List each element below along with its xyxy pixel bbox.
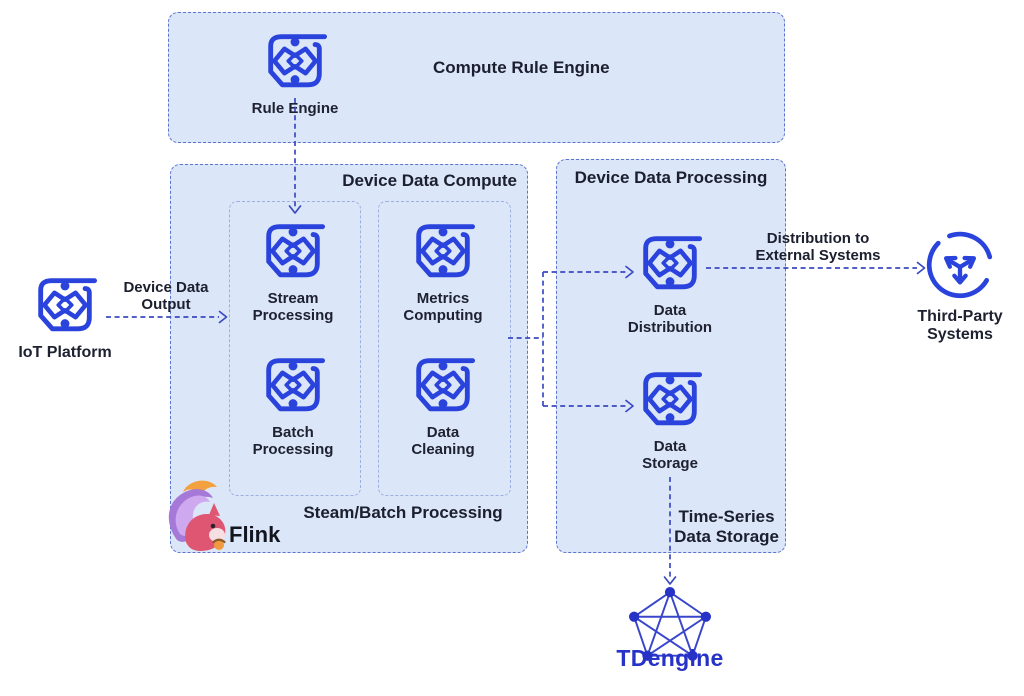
platform-icon bbox=[258, 24, 332, 98]
node-rule-engine: Rule Engine bbox=[235, 24, 355, 117]
node-data-distribution: Data Distribution bbox=[610, 226, 730, 336]
flink-logo-text: Flink bbox=[229, 522, 281, 547]
flink-squirrel-icon bbox=[163, 476, 231, 554]
platform-icon bbox=[633, 362, 707, 436]
steam-batch-caption: Steam/Batch Processing bbox=[303, 503, 503, 522]
arrowhead-down bbox=[663, 576, 677, 585]
compute-rule-engine-box: Compute Rule Engine bbox=[168, 12, 785, 143]
data-cleaning-label: Data Cleaning bbox=[411, 424, 475, 458]
platform-icon bbox=[256, 348, 330, 422]
tdengine-logo-text: TDengine bbox=[616, 645, 724, 671]
device-data-compute-title: Device Data Compute bbox=[342, 171, 517, 190]
device-data-output-label: Device Data Output bbox=[123, 279, 209, 313]
node-data-storage: Data Storage bbox=[610, 362, 730, 472]
stream-processing-label: Stream Processing bbox=[252, 290, 334, 324]
third-party-label: Third-Party Systems bbox=[917, 308, 1003, 343]
metrics-computing-label: Metrics Computing bbox=[403, 290, 483, 324]
node-iot-platform: IoT Platform bbox=[5, 268, 125, 361]
node-batch-processing: Batch Processing bbox=[233, 348, 353, 458]
mesh-network-icon bbox=[626, 586, 714, 668]
platform-icon bbox=[633, 226, 707, 300]
node-third-party-systems: Third-Party Systems bbox=[900, 228, 1020, 344]
device-data-processing-box: Device Data Processing Time-Series Data … bbox=[556, 159, 786, 553]
compute-rule-engine-title: Compute Rule Engine bbox=[433, 58, 610, 77]
platform-icon bbox=[256, 214, 330, 288]
node-metrics-computing: Metrics Computing bbox=[383, 214, 503, 324]
device-data-processing-title: Device Data Processing bbox=[574, 168, 768, 187]
rule-engine-label: Rule Engine bbox=[251, 100, 339, 117]
platform-icon bbox=[406, 214, 480, 288]
node-stream-processing: Stream Processing bbox=[233, 214, 353, 324]
node-data-cleaning: Data Cleaning bbox=[383, 348, 503, 458]
distribution-external-label: Distribution to External Systems bbox=[755, 230, 881, 264]
data-storage-label: Data Storage bbox=[642, 438, 698, 472]
platform-icon bbox=[406, 348, 480, 422]
iot-platform-label: IoT Platform bbox=[18, 344, 112, 361]
data-distribution-label: Data Distribution bbox=[627, 302, 713, 336]
time-series-caption: Time-Series Data Storage bbox=[674, 507, 779, 546]
hub-circle-icon bbox=[921, 228, 999, 306]
platform-icon bbox=[28, 268, 102, 342]
batch-processing-label: Batch Processing bbox=[252, 424, 334, 458]
